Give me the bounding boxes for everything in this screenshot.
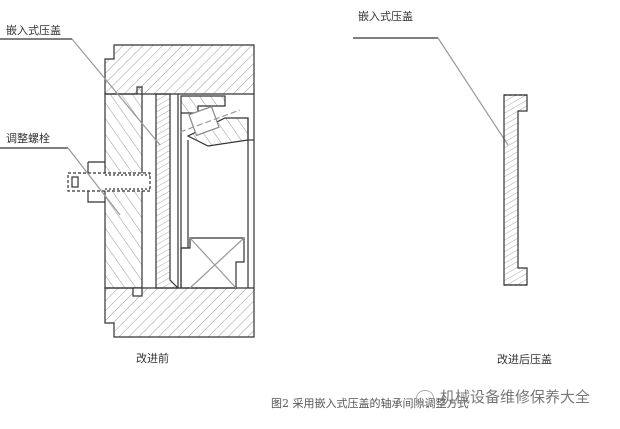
label-before: 改进前 <box>136 352 169 365</box>
label-adjust-bolt: 调整螺栓 <box>6 132 50 145</box>
before-assembly <box>67 44 255 338</box>
after-cover <box>503 94 528 286</box>
watermark: 机械设备维修保养大全 <box>416 386 590 407</box>
watermark-text: 机械设备维修保养大全 <box>440 388 591 406</box>
label-after: 改进后压盖 <box>497 353 552 366</box>
label-right-insert-cover: 嵌入式压盖 <box>358 10 413 23</box>
wechat-icon <box>416 389 434 406</box>
label-left-insert-cover: 嵌入式压盖 <box>6 24 61 37</box>
